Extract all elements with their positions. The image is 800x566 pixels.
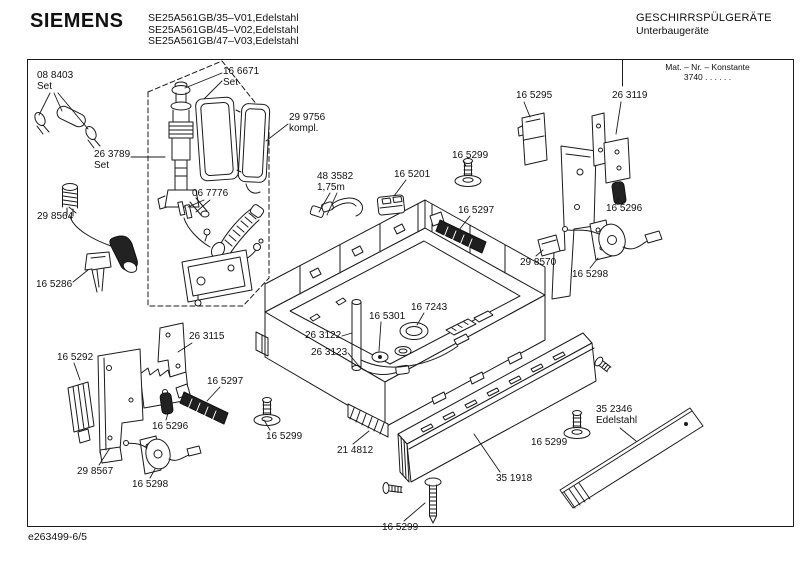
spring-sleeve [62,183,112,247]
bolt-165299-long [424,477,442,524]
part-label-088403: 08 8403 Set [37,70,74,92]
page-frame [27,59,794,527]
bracket-298567 [97,348,144,464]
part-label-165201: 16 5201 [394,169,431,180]
part-label-263115: 26 3115 [189,331,225,342]
bracket-263119 [591,112,631,184]
mat-label: Mat. – Nr. – Konstante [665,62,750,72]
part-label-165299: 16 5299 [382,522,419,533]
bracket-165295 [517,112,548,166]
part-label-263789: 26 3789 Set [94,149,131,171]
mounting-plate [181,249,253,307]
model-list: SE25A561GB/35–V01,Edelstahl SE25A561GB/4… [148,12,299,48]
rail-165297-a [429,211,487,254]
clip-165296-right [611,181,627,205]
clip-298570 [537,234,561,257]
part-label-165299: 16 5299 [452,150,489,161]
part-label-165296: 16 5296 [152,421,189,432]
clip-165286 [84,251,112,293]
motor-165298-left [123,435,202,475]
vent-grille [347,403,389,438]
base-assembly [255,199,546,428]
part-label-263119: 26 3119 [612,90,648,101]
hose-483582 [309,197,364,218]
brand-logo: SIEMENS [30,10,124,32]
part-label-214812: 21 4812 [337,445,374,456]
connector-165201 [376,194,406,216]
part-label-165286: 16 5286 [36,279,73,290]
document-code: e263499-6/5 [28,531,87,543]
part-label-263123: 26 3123 [311,347,348,358]
drain-hose [203,204,265,264]
elbow-hose [109,235,138,273]
screw-small-horizontal [382,482,403,494]
screw-small-angled [594,356,612,373]
plinth-351918 [397,332,597,483]
part-label-299756: 29 9756 kompl. [289,112,326,134]
appliance-category: GESCHIRRSPÜLGERÄTE [636,12,772,24]
part-label-167243: 16 7243 [411,302,448,313]
material-number-box: Mat. – Nr. – Konstante 3740 . . . . . . [622,62,793,82]
leader-lines [38,72,637,522]
part-label-165297: 16 5297 [458,205,495,216]
part-label-166671: 16 6671 Set [223,66,260,88]
part-label-165298: 16 5298 [132,479,169,490]
cable-067776 [177,201,211,248]
part-label-263122: 26 3122 [305,330,342,341]
part-label-483582: 48 3582 1,75m [317,171,354,193]
part-label-351918: 35 1918 [496,473,533,484]
part-label-298564: 29 8564 [37,211,74,222]
aquastop-valve [157,81,210,218]
part-label-165299: 16 5299 [266,431,303,442]
part-label-298567: 29 8567 [77,466,114,477]
mat-value: 3740 . . . . . . [683,72,732,82]
model-line: SE25A561GB/47–V03,Edelstahl [148,35,299,47]
appliance-subcategory: Unterbaugeräte [636,25,709,37]
side-bracket-center [551,145,597,300]
rail-165297-b [175,383,229,425]
valve-housing-shell [195,96,271,194]
part-label-165297: 16 5297 [207,376,244,387]
model-line: SE25A561GB/45–V02,Edelstahl [148,23,299,36]
model-line: SE25A561GB/35–V01,Edelstahl [148,12,299,24]
set-outline-dashed [147,60,270,307]
part-label-165298: 16 5298 [572,269,609,280]
strip-352346 [559,407,704,509]
hose-clamp-set [34,105,101,149]
part-label-165296: 16 5296 [606,203,643,214]
part-label-165292: 16 5292 [57,352,94,363]
bracket-263115 [139,322,190,409]
part-label-298570: 29 8570 [520,257,557,268]
part-label-165295: 16 5295 [516,90,553,101]
motor-165298-right [562,219,663,261]
part-label-352346: 35 2346 Edelstahl [596,404,638,426]
part-label-165299: 16 5299 [531,437,568,448]
part-label-165301: 16 5301 [369,311,406,322]
pad-165292 [67,381,95,444]
part-label-067776: 06 7776 [192,188,229,199]
